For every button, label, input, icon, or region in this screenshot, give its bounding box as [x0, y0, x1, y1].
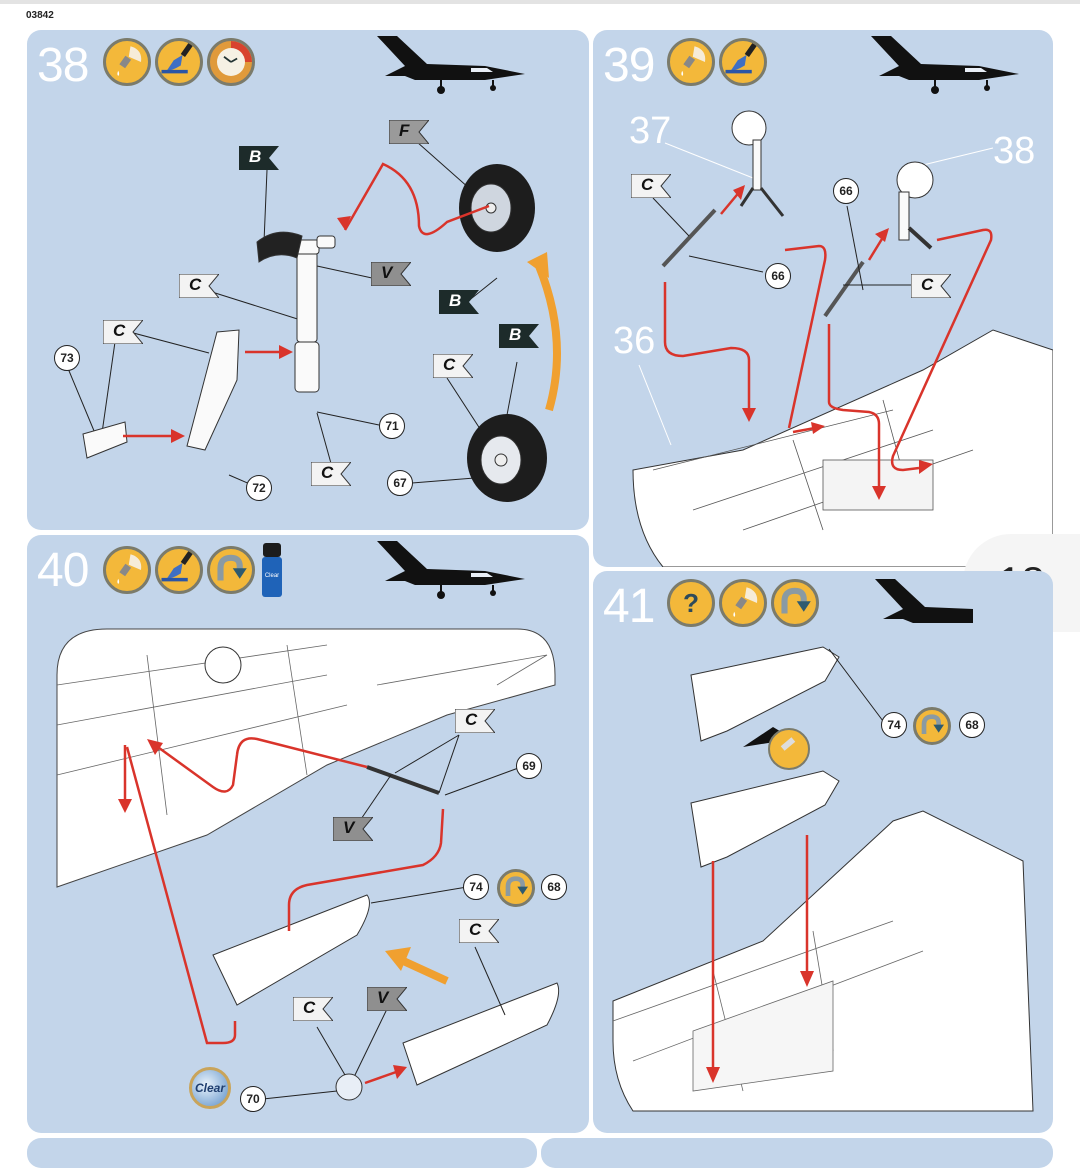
aircraft-silhouette-icon [871, 36, 1019, 94]
paint-flag: F [388, 119, 431, 145]
help-icon: ? [667, 579, 715, 627]
glue-icon [719, 579, 767, 627]
aircraft-silhouette-icon [875, 579, 973, 623]
paint-flag: V [370, 261, 413, 287]
part-number: 66 [765, 263, 791, 289]
paint-flag: C [310, 461, 353, 487]
paint-flag: C [458, 918, 501, 944]
paint-flag: C [292, 996, 335, 1022]
paint-flag: B [499, 324, 539, 348]
step-41-illustration [612, 646, 1034, 1112]
contacta-clear-bottle-icon: Clear [261, 543, 283, 597]
repeat-icon [497, 869, 535, 907]
part-number: 74 [881, 712, 907, 738]
part-number: 73 [54, 345, 80, 371]
step-number: 38 [37, 39, 89, 92]
paint-brush-icon [155, 546, 203, 594]
paint-flag: V [332, 816, 375, 842]
reference-step-label: 36 [613, 320, 656, 362]
part-number: 69 [516, 753, 542, 779]
step-40-illustration [56, 628, 560, 1101]
part-number: 74 [463, 874, 489, 900]
svg-text:Clear: Clear [265, 573, 279, 579]
paint-flag: C [630, 173, 673, 199]
part-number: 71 [379, 413, 405, 439]
step-number: 41 [603, 580, 655, 633]
aircraft-silhouette-icon [377, 36, 525, 94]
paint-flag: B [239, 146, 279, 170]
paint-flag: C [910, 273, 953, 299]
reference-step-label: 38 [993, 130, 1036, 172]
glue-icon [103, 546, 151, 594]
part-number: 66 [833, 178, 859, 204]
paint-flag: B [439, 290, 479, 314]
step-number: 39 [603, 39, 655, 92]
paint-flag: C [178, 273, 221, 299]
step-38-illustration [66, 141, 561, 502]
repeat-icon [207, 546, 255, 594]
paint-brush-icon [719, 38, 767, 86]
next-step-panel-left [27, 1138, 537, 1168]
clock-icon [207, 38, 255, 86]
step-panel-41: 41 ? [593, 571, 1053, 1133]
part-number: 68 [541, 874, 567, 900]
part-number: 68 [959, 712, 985, 738]
step-number: 40 [37, 544, 89, 597]
part-number: 67 [387, 470, 413, 496]
reference-step-label: 37 [629, 110, 672, 152]
glue-icon [667, 38, 715, 86]
glue-icon [103, 38, 151, 86]
next-step-panel-right [541, 1138, 1053, 1168]
step-panel-38: 38 [27, 30, 589, 530]
svg-text:?: ? [683, 588, 699, 618]
aircraft-silhouette-icon [377, 541, 525, 599]
paint-brush-icon [155, 38, 203, 86]
step-panel-39: 39 37 38 36 [593, 30, 1053, 567]
paint-flag: C [432, 353, 475, 379]
document-id: 03842 [26, 10, 54, 21]
step-panel-40: 40 Clear [27, 535, 589, 1133]
top-border [0, 0, 1080, 4]
paint-flag: V [366, 986, 409, 1012]
clear-paint-badge: Clear [189, 1067, 231, 1109]
part-number: 70 [240, 1086, 266, 1112]
part-number: 72 [246, 475, 272, 501]
step-39-illustration [632, 110, 1053, 567]
repeat-icon [913, 707, 951, 745]
paint-flag: C [454, 708, 497, 734]
paint-flag: C [102, 319, 145, 345]
repeat-icon [771, 579, 819, 627]
